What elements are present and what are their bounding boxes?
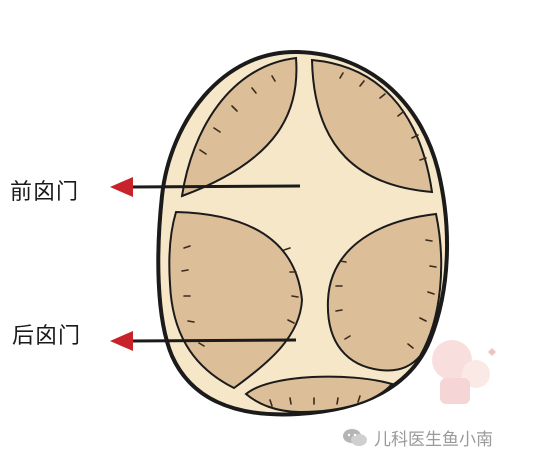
anterior-pointer-line xyxy=(129,184,301,189)
watermark: 儿科医生鱼小南 xyxy=(342,425,493,450)
watermark-text: 儿科医生鱼小南 xyxy=(374,430,493,450)
frontal-bone-right xyxy=(310,58,434,194)
occipital-bone xyxy=(244,375,394,414)
parietal-bone-left xyxy=(168,210,304,390)
cartoon-avatar xyxy=(432,340,496,404)
bone-texture xyxy=(181,72,437,407)
anterior-arrow-icon xyxy=(110,177,133,197)
frontal-bone-left xyxy=(180,56,298,198)
posterior-fontanelle-label: 后囟门 xyxy=(12,324,82,349)
wechat-icon xyxy=(343,428,367,446)
posterior-pointer-line xyxy=(129,338,297,343)
parietal-bone-right xyxy=(326,212,443,372)
posterior-arrow-icon xyxy=(110,331,133,351)
anterior-fontanelle-label: 前囟门 xyxy=(10,180,80,205)
